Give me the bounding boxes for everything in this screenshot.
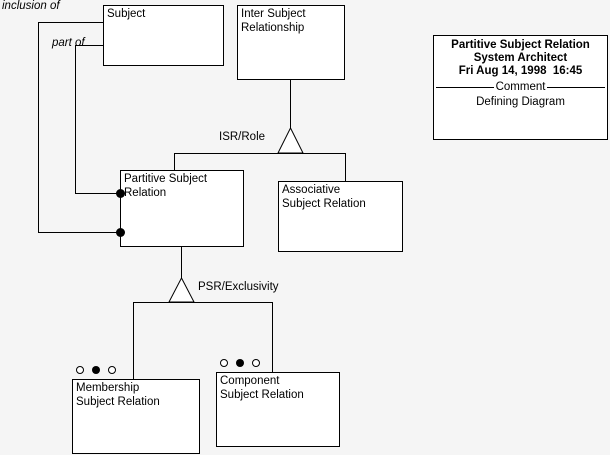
node-subject[interactable]: Subject [103,5,224,66]
constraint-marker-membership-right [108,366,116,374]
constraint-marker-membership-middle [92,366,100,374]
constraint-marker-component-left [220,359,228,367]
edge-label-part-of: part of [52,37,85,49]
title-block-section-label: Comment [495,81,546,93]
node-associative-subject-relation[interactable]: Associative Subject Relation [278,181,403,252]
edge-part-of-segment-vertical [75,45,76,194]
title-block-comment-divider: Comment [434,81,607,93]
node-associative-subject-relation-label: Associative Subject Relation [282,184,366,210]
constraint-marker-component-middle [236,359,244,367]
generalization-triangle-isr [277,127,304,154]
divider-line-right [547,86,606,88]
edge-psr-generalization-bar [133,302,273,303]
edge-part-of-segment-bottom [75,193,124,194]
edge-isr-branch-partitive [174,153,175,171]
constraint-marker-component-right [252,359,260,367]
node-partitive-subject-relation-label: Partitive Subject Relation [124,173,208,199]
title-block-tool-name: System Architect [473,52,568,64]
edge-psr-generalization-stem [181,246,182,279]
edge-psr-branch-membership [133,302,134,379]
node-membership-subject-relation[interactable]: Membership Subject Relation [72,379,200,454]
node-component-subject-relation[interactable]: Component Subject Relation [216,372,340,447]
edge-label-isr-role: ISR/Role [219,131,266,143]
edge-isr-generalization-bar [174,153,346,154]
edge-isr-branch-associative [345,153,346,182]
title-block-comment-text: Defining Diagram [476,96,565,108]
node-membership-subject-relation-label: Membership Subject Relation [76,382,160,408]
node-component-subject-relation-label: Component Subject Relation [220,375,304,401]
aggregation-marker-part-of [116,189,125,198]
node-partitive-subject-relation[interactable]: Partitive Subject Relation [120,170,244,247]
edge-inclusion-of-segment-vertical [38,22,39,233]
edge-isr-generalization-stem [290,79,291,129]
constraint-marker-membership-left [76,366,84,374]
title-block-timestamp: Fri Aug 14, 1998 16:45 [458,65,583,77]
edge-part-of-segment-top [75,45,104,46]
divider-line-left [436,86,494,88]
node-subject-label: Subject [107,8,146,20]
generalization-triangle-psr [168,277,195,303]
node-inter-subject-relationship[interactable]: Inter Subject Relationship [237,5,345,80]
edge-psr-branch-component [272,302,273,372]
edge-inclusion-of-segment-bottom [38,232,124,233]
edge-label-psr-exclusivity: PSR/Exclusivity [198,281,279,293]
edge-inclusion-of-segment-top [38,22,104,23]
edge-label-inclusion-of: inclusion of [2,0,60,12]
title-block-diagram-name: Partitive Subject Relation [451,39,590,51]
title-block: Partitive Subject Relation System Archit… [433,35,608,140]
node-inter-subject-relationship-label: Inter Subject Relationship [241,8,306,34]
aggregation-marker-inclusion-of [116,228,125,237]
